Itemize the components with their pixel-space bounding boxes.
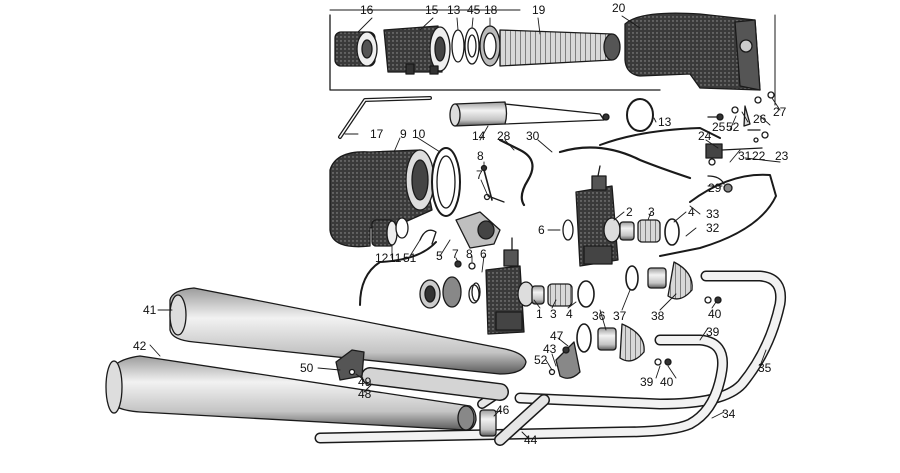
callout-13: 13 [447,3,461,17]
callout-12: 12 [375,251,389,265]
callout-15: 15 [425,3,439,17]
air-filter-cap-16 [334,31,378,67]
ring-13 [626,98,654,132]
callout-18: 18 [484,3,498,17]
callout-40: 40 [708,307,722,321]
callout-52: 52 [534,353,548,367]
cable-30 [558,146,692,180]
callout-48: 48 [358,387,372,401]
callout-20: 20 [612,1,626,15]
bracket-50 [335,349,365,381]
silencer-41 [169,287,527,375]
callout-27: 27 [773,105,787,119]
flange-5-lower [419,276,480,309]
callout-2: 2 [626,205,633,219]
frame-line-top [329,14,661,91]
callout-24: 24 [698,129,712,143]
callout-30: 30 [526,129,540,143]
callout-51: 51 [403,251,417,265]
callout-7: 7 [476,168,483,182]
callout-7: 7 [452,247,459,261]
callout-3: 3 [648,205,655,219]
callout-35: 35 [758,361,772,375]
callout-4: 4 [688,205,695,219]
manifold-5 [455,211,501,249]
callout-52: 52 [726,120,740,134]
intake-box-20 [624,12,761,91]
filter-element-19 [499,29,621,67]
airbox-9 [329,149,435,248]
callout-9: 9 [400,127,407,141]
callout-50: 50 [300,361,314,375]
silencer-42 [105,355,477,431]
callout-49: 49 [358,375,372,389]
gasket-10 [431,147,461,217]
clip-11-51 [419,229,437,245]
exhaust-fittings-lower [576,323,672,366]
callout-19: 19 [532,3,546,17]
callout-14: 14 [472,129,486,143]
hose-11 [359,241,437,306]
callout-39: 39 [640,375,654,389]
cable-28 [498,138,534,207]
callout-32: 32 [706,221,720,235]
callout-47: 47 [550,329,564,343]
cuff-14 [449,101,610,127]
screw-7 [487,195,505,203]
callout-13: 13 [658,115,672,129]
callout-26: 26 [753,112,767,126]
callout-28: 28 [497,129,511,143]
callout-16: 16 [360,3,374,17]
callout-25: 25 [712,120,726,134]
stubs-12 [371,217,409,247]
callout-38: 38 [651,309,665,323]
callout-1: 1 [536,307,543,321]
carburettor-upper-2 [562,165,621,267]
callout-37: 37 [613,309,627,323]
callout-29: 29 [708,181,722,195]
callout-8: 8 [477,149,484,163]
callout-39: 39 [706,325,720,339]
callout-17: 17 [370,127,384,141]
callout-34: 34 [722,407,736,421]
callout-31: 31 [738,149,752,163]
callout-36: 36 [592,309,606,323]
leader-lines [149,15,781,439]
callout-11: 11 [389,251,402,265]
callout-33: 33 [706,207,720,221]
sleeves-3-4-upper [619,218,680,246]
filter-housing-15 [383,25,451,75]
callout-23: 23 [775,149,789,163]
sleeves-3-4-lower [531,280,595,308]
callout-3: 3 [550,307,557,321]
callout-6: 6 [538,223,545,237]
callout-42: 42 [133,339,147,353]
callout-22: 22 [752,149,766,163]
callout-45: 45 [467,3,481,17]
screw-8 [483,169,493,201]
exhaust-fittings-upper [625,261,722,304]
callout-4: 4 [566,307,573,321]
callout-5: 5 [436,249,443,263]
callout-43: 43 [543,342,557,356]
carburettor-lower-1 [485,237,535,335]
callout-10: 10 [412,127,426,141]
callout-6: 6 [480,247,487,261]
callout-40: 40 [660,375,674,389]
callout-8: 8 [466,247,473,261]
callout-41: 41 [143,303,157,317]
callout-46: 46 [496,403,510,417]
callout-44: 44 [524,433,538,447]
rings-13-45-18 [451,25,501,67]
